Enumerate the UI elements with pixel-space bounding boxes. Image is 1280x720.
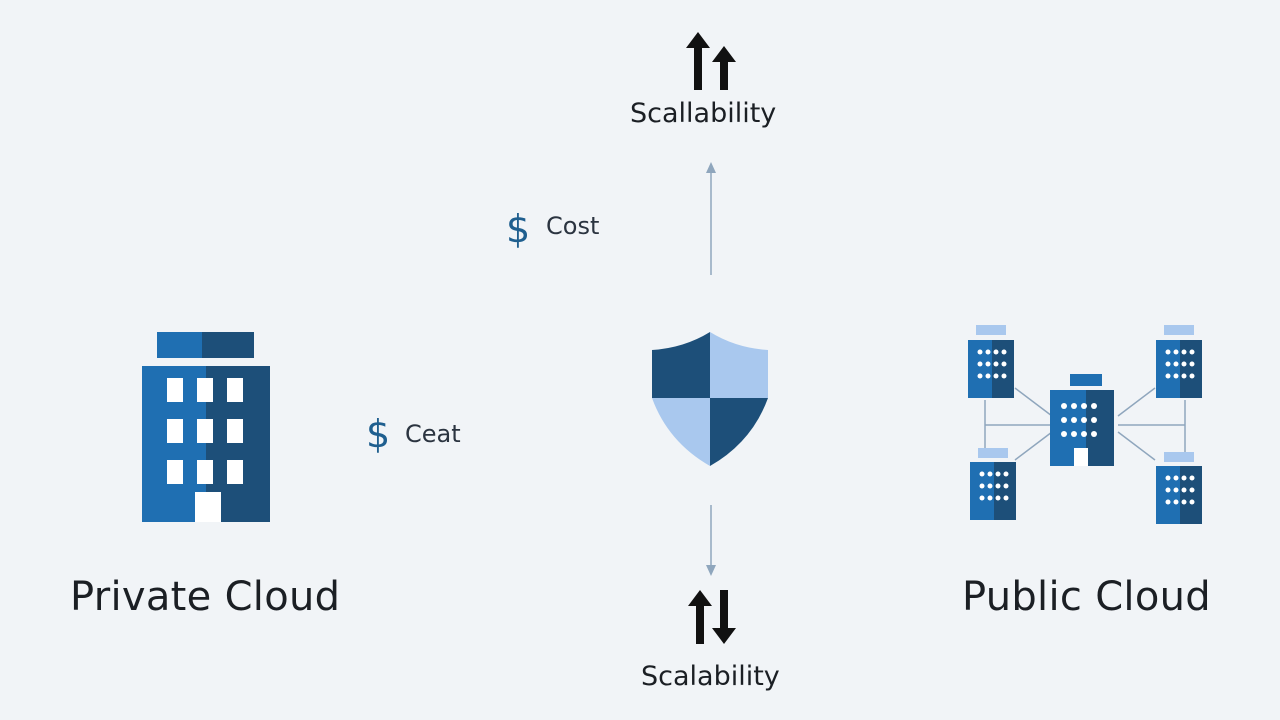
dollar-icon: $ [366,412,391,456]
cost-label-left: Ceat [405,420,461,448]
dollar-icon: $ [506,207,531,251]
private-building-icon [140,330,272,525]
cost-label-top: Cost [546,212,600,240]
building-icon [968,325,1014,398]
building-icon [1050,374,1114,466]
connector-arrow-down [702,505,720,579]
building-icon [1156,452,1202,524]
building-icon [970,448,1016,520]
arrows-up-down-icon [686,588,740,646]
private-cloud-label: Private Cloud [70,574,341,620]
building-icon [1156,325,1202,398]
connector-arrow-up [702,160,720,278]
scalability-label-top: Scallability [630,98,777,129]
public-cloud-label: Public Cloud [962,574,1211,620]
shield-icon [650,330,770,468]
scalability-label-bottom: Scalability [641,661,780,692]
building-network-icon [960,320,1210,530]
arrows-up-icon [682,30,740,92]
